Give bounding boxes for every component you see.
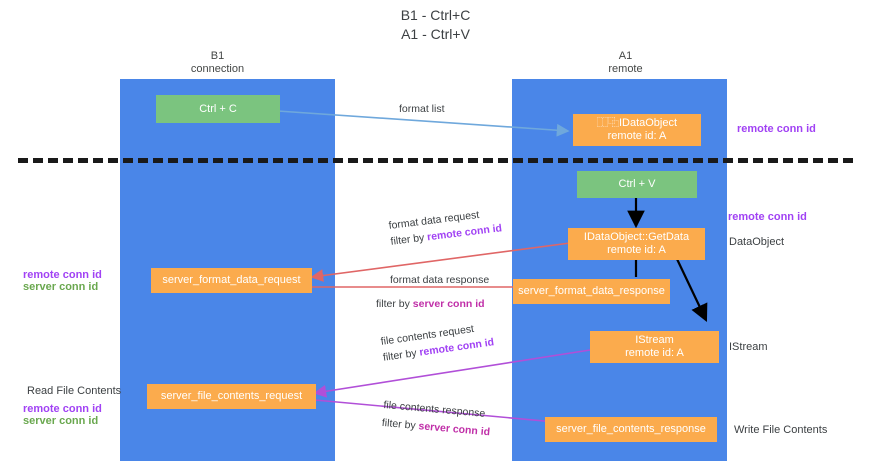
node-istream[interactable]: IStream remote id: A [590,331,719,363]
node-ctrl-c[interactable]: Ctrl + C [156,95,280,123]
side-label-istream: IStream [729,341,768,353]
page-title: B1 - Ctrl+C A1 - Ctrl+V [400,7,471,42]
node-idataobject[interactable]: ⿰⿻IDataObject remote id: A [573,114,701,146]
side-label-left-server-conn-id-bot: server conn id [23,415,99,427]
filter-prefix: filter by [381,416,420,433]
phase-divider [18,158,853,163]
side-label-remote-conn-id-top: remote conn id [737,123,816,135]
filter-key-server-conn-id: server conn id [418,420,491,439]
side-label-left-server-conn-id-mid: server conn id [23,281,99,293]
edge-label-format-data-response-filter: filter by server conn id [376,298,485,311]
filter-key-server-conn-id: server conn id [412,298,485,310]
node-idataobject-getdata[interactable]: IDataObject::GetData remote id: A [568,228,705,260]
filter-prefix: filter by [376,298,413,310]
edge-label-file-contents-response-group: file contents response filter by server … [381,399,492,439]
node-server-format-data-request[interactable]: server_format_data_request [151,268,312,293]
lane-header-b1: B1 connection [190,50,245,75]
side-label-read-file-contents: Read File Contents [27,385,122,397]
filter-prefix: filter by [389,231,428,248]
side-label-write-file-contents: Write File Contents [734,424,828,436]
node-server-format-data-response[interactable]: server_format_data_response [513,279,670,304]
filter-prefix: filter by [382,346,421,364]
node-server-file-contents-request[interactable]: server_file_contents_request [147,384,316,409]
side-label-left-remote-conn-id-mid: remote conn id [23,269,102,281]
edge-label-format-data-response: format data response [390,274,490,286]
node-server-file-contents-response[interactable]: server_file_contents_response [545,417,717,442]
side-label-dataobject: DataObject [729,236,785,248]
side-label-left-remote-conn-id-bot: remote conn id [23,403,102,415]
edge-label-format-list: format list [399,103,445,115]
lane-header-a1: A1 remote [608,50,643,75]
side-label-remote-conn-id-mid: remote conn id [728,211,807,223]
edge-label-file-contents-response-filter: filter by server conn id [381,417,490,439]
edge-label-file-contents-request-group: file contents request filter by remote c… [380,320,495,364]
node-ctrl-v[interactable]: Ctrl + V [577,171,697,198]
edge-label-format-data-request-group: format data request filter by remote con… [388,206,503,248]
